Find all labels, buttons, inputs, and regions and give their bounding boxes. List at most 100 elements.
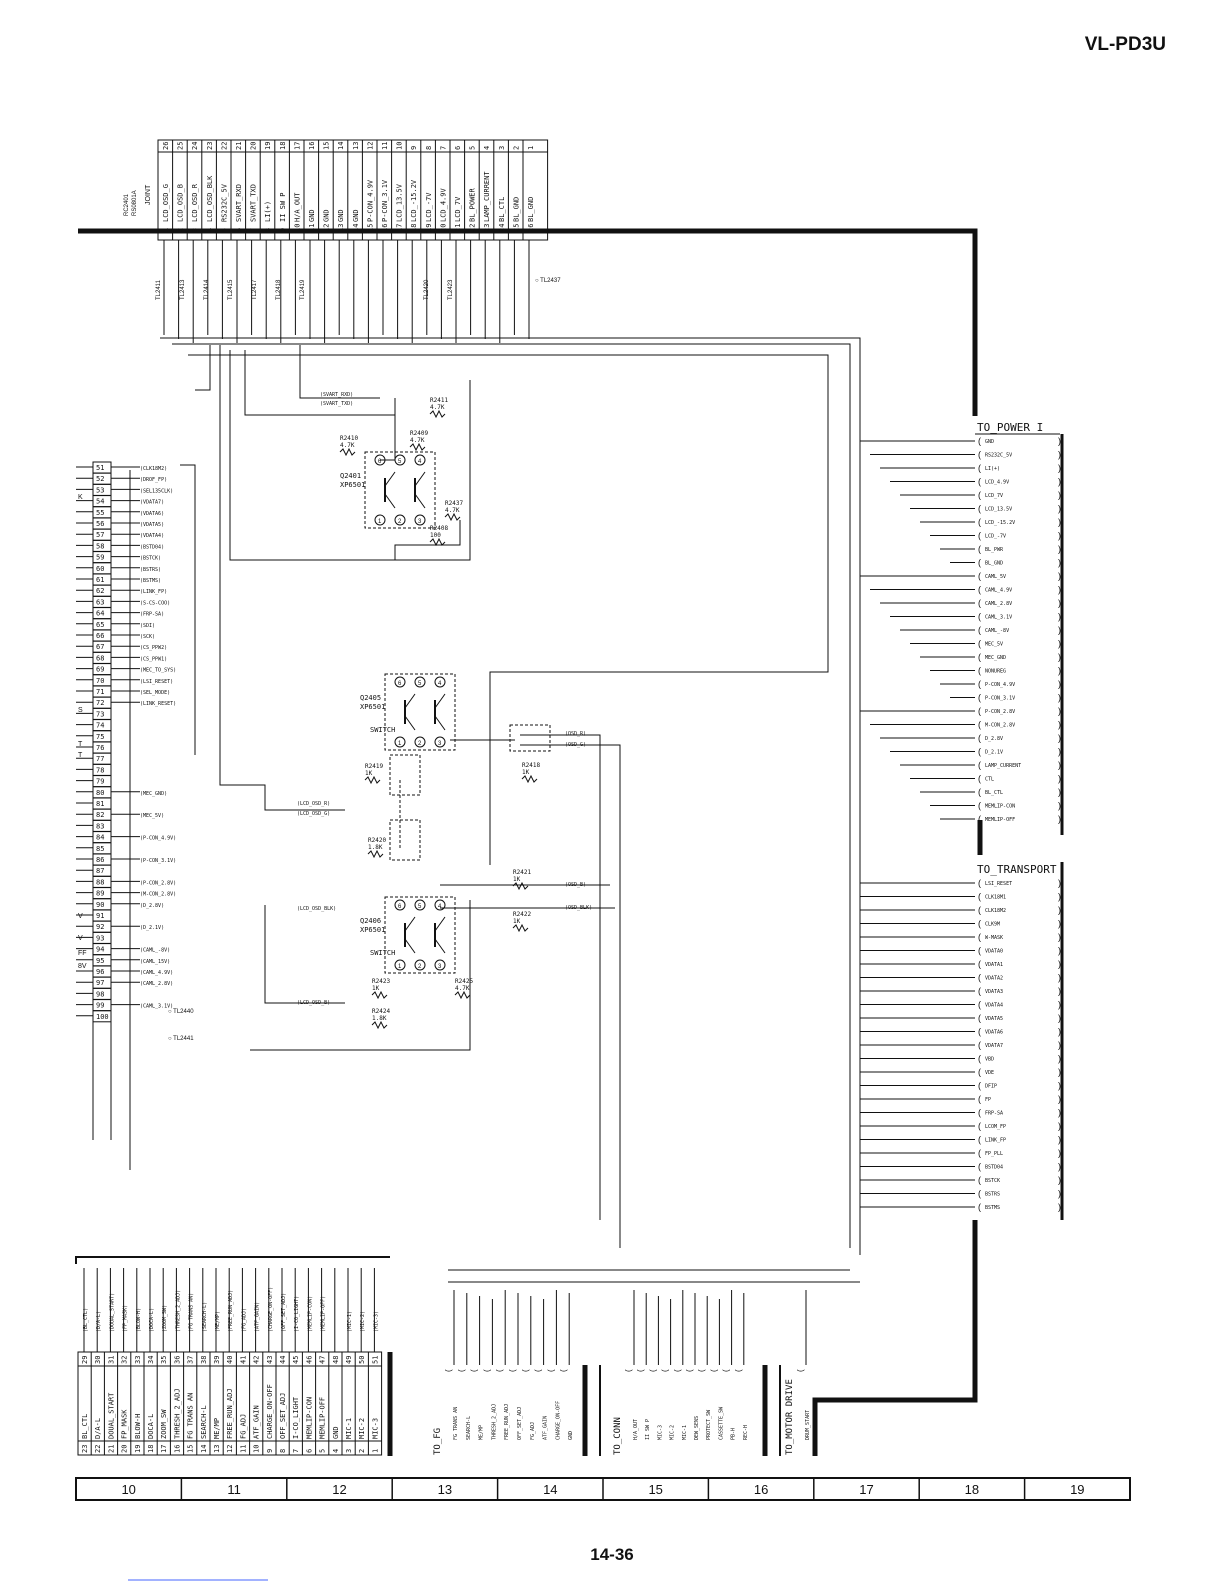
net-label-lcd-osd-b: (LCD_OSD_B) xyxy=(297,1000,330,1006)
bottom-pin-wire-label: (D/A-L) xyxy=(96,1311,102,1332)
to-transport-pin-bracket: ) xyxy=(1058,1162,1061,1172)
joint-pin-number-top: 17 xyxy=(293,142,301,150)
bottom-pin-wire-label: (BL_CTL) xyxy=(83,1308,89,1332)
to-power-pin-label: CAML_5V xyxy=(985,574,1006,580)
grid-column-label: 17 xyxy=(859,1482,873,1497)
to-power-pin-label: CAML_3.1V xyxy=(985,615,1012,621)
joint-pin-number-top: 12 xyxy=(366,142,374,150)
bottom-pin-wire-label: (MEMLIP-CON) xyxy=(307,1296,313,1332)
joint-pin-signal: LCD_4.9V xyxy=(439,187,447,222)
left-pin-number: 67 xyxy=(96,643,104,651)
to-power-pin-bracket: ) xyxy=(1058,531,1061,541)
bottom-pin-number: 11 xyxy=(239,1445,247,1453)
bottom-pin-number-top: 29 xyxy=(81,1356,89,1364)
left-pin-number: 76 xyxy=(96,744,104,752)
left-pin-number: 84 xyxy=(96,834,104,842)
to-power-pin-label: CTL xyxy=(985,777,994,783)
bottom-pin-signal: MIC-1 xyxy=(345,1418,353,1439)
bottom-pin-number: 5 xyxy=(319,1449,327,1453)
transistor-q2405-ref: Q2405 xyxy=(360,694,381,702)
joint-pin-number-top: 24 xyxy=(191,142,199,150)
resistor-ref: R2437 xyxy=(445,500,463,507)
to-transport-pin-label: VDATA3 xyxy=(985,989,1003,995)
left-pin-signal: (VDATA5) xyxy=(140,522,164,528)
left-pin-signal: (MEC_GND) xyxy=(140,791,167,797)
bottom-pin-number-top: 38 xyxy=(200,1356,208,1364)
page-number: 14-36 xyxy=(590,1545,634,1564)
bottom-pin-number: 17 xyxy=(160,1445,168,1453)
bottom-pin-wire-label: (MIC-2) xyxy=(360,1311,366,1332)
left-pin-number: 88 xyxy=(96,878,104,886)
to-transport-pin-bracket: ) xyxy=(1058,1027,1061,1037)
resistor-ref: R2422 xyxy=(513,911,531,918)
to-transport-pin-bracket: ) xyxy=(1058,878,1061,888)
left-pin-number: 80 xyxy=(96,789,104,797)
left-test-point: ○ TL2440 xyxy=(168,1009,194,1015)
resistor-symbol xyxy=(512,881,529,891)
to-power-pin-bracket: ) xyxy=(1058,679,1061,689)
left-pin-signal: (VDATA6) xyxy=(140,511,164,517)
bottom-pin-number: 21 xyxy=(107,1445,115,1453)
to-power-pin-bracket: ) xyxy=(1058,747,1061,757)
to-power-pin-bracket: ( xyxy=(978,571,981,581)
to-power-title: TO_POWER I xyxy=(977,421,1043,434)
left-pin-number: 59 xyxy=(96,554,104,562)
joint-pin-number: 18 xyxy=(410,224,418,232)
to-power-pin-bracket: ( xyxy=(978,436,981,446)
transistor-q2406-pin-number: 5 xyxy=(418,904,422,910)
left-pin-number: 81 xyxy=(96,800,104,808)
left-stub-label: T xyxy=(78,752,83,759)
to-fg-pin-bracket: ( xyxy=(457,1369,466,1372)
resistor-value: 1K xyxy=(513,876,521,883)
bottom-pin-wire-label: (MIC-1) xyxy=(347,1311,353,1332)
left-pin-number: 85 xyxy=(96,845,104,853)
left-pin-number: 92 xyxy=(96,923,104,931)
joint-ref: RC2401 xyxy=(124,193,130,216)
transistor-q2401-emitter xyxy=(384,493,396,509)
left-pin-number: 70 xyxy=(96,677,104,685)
to-motor-pin-label: DRUM_START xyxy=(805,1410,811,1440)
joint-pin-number-top: 26 xyxy=(162,142,170,150)
left-stub-label: V xyxy=(78,935,83,942)
resistor-ref: R2424 xyxy=(372,1008,390,1015)
bottom-pin-wire-label: (DOCA-L) xyxy=(149,1308,155,1332)
to-transport-pin-bracket: ) xyxy=(1058,919,1061,929)
to-power-pin-bracket: ) xyxy=(1058,639,1061,649)
to-transport-pin-bracket: ) xyxy=(1058,905,1061,915)
bottom-pin-number-top: 39 xyxy=(213,1356,221,1364)
to-transport-pin-label: LCOM_FP xyxy=(985,1124,1006,1130)
transistor-q2406-pin xyxy=(414,899,426,911)
to-power-pin-bracket: ( xyxy=(978,814,981,824)
to-power-pin-label: RS232C_5V xyxy=(985,453,1012,459)
left-pin-signal: (BSTMS) xyxy=(140,578,161,584)
resistor-value: 4.7K xyxy=(430,404,445,411)
joint-pin-signal: LCD_OSD_B xyxy=(177,184,185,222)
bottom-pin-wire-label: (FG TRANS AN) xyxy=(189,1293,195,1332)
to-conn-pin-label: MIC-2 xyxy=(670,1425,676,1440)
to-conn-pin-bracket: ( xyxy=(709,1369,718,1372)
bottom-pin-signal: GND xyxy=(332,1426,340,1439)
to-power-pin-bracket: ( xyxy=(978,598,981,608)
to-transport-pin-bracket: ( xyxy=(978,986,981,996)
left-pin-signal: (SCK) xyxy=(140,634,155,640)
transistor-q2405-collector xyxy=(404,693,416,709)
to-transport-pin-label: W-MASK xyxy=(985,935,1003,941)
left-pin-signal: (P-CON_4.9V) xyxy=(140,836,176,842)
bus-wire xyxy=(229,350,471,561)
grid-column-label: 10 xyxy=(121,1482,135,1497)
bottom-pin-signal: FP_MASK xyxy=(121,1409,129,1439)
bus-wire xyxy=(264,905,345,1004)
bottom-pin-number: 8 xyxy=(279,1449,287,1453)
transistor-q2405-pin-number: 2 xyxy=(418,741,422,747)
transistor-q2405-pin xyxy=(394,736,406,748)
left-pin-number: 53 xyxy=(96,486,104,494)
resistor-symbol xyxy=(521,774,538,784)
transistor-q2405-pin-number: 4 xyxy=(438,681,442,687)
bottom-pin-signal: BL_CTL xyxy=(81,1414,89,1439)
transistor-q2405-pin xyxy=(434,676,446,688)
joint-pin-number-top: 7 xyxy=(439,146,447,150)
joint-pin-number-top: 13 xyxy=(352,142,360,150)
resistor-value: 1.8K xyxy=(368,844,383,851)
left-stub-label: S xyxy=(78,707,83,714)
to-transport-pin-label: BSTRS xyxy=(985,1192,1000,1198)
